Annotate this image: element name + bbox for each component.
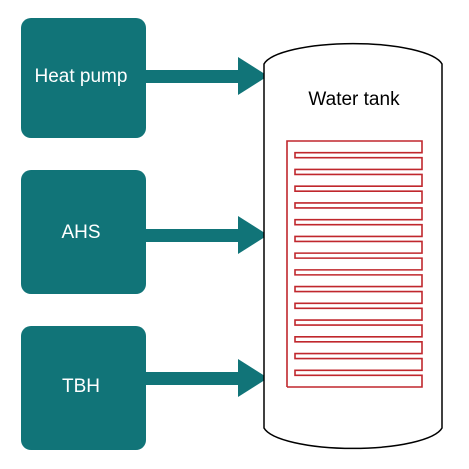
arrow-head bbox=[238, 216, 268, 254]
arrow-shaft bbox=[146, 372, 244, 385]
tbh-label: TBH bbox=[62, 376, 100, 397]
water-tank: Water tank bbox=[263, 42, 443, 450]
source-tbh: TBH bbox=[21, 326, 146, 450]
arrow-shaft bbox=[146, 229, 244, 242]
arrow-head bbox=[238, 57, 268, 95]
source-ahs: AHS bbox=[21, 170, 146, 294]
heating-coil bbox=[286, 140, 423, 388]
ahs-box bbox=[21, 170, 146, 294]
tbh-box bbox=[21, 326, 146, 450]
heat-pump-box bbox=[21, 18, 146, 138]
heat-pump-label: Heat pump bbox=[35, 66, 128, 87]
tank-label: Water tank bbox=[308, 89, 400, 110]
arrow-tbh-to-tank bbox=[146, 359, 268, 397]
arrow-shaft bbox=[146, 70, 244, 83]
arrow-head bbox=[238, 359, 268, 397]
arrow-ahs-to-tank bbox=[146, 216, 268, 254]
tank-outline bbox=[263, 42, 443, 450]
ahs-label: AHS bbox=[61, 222, 100, 243]
arrow-heat-pump-to-tank bbox=[146, 57, 268, 95]
source-heat-pump: Heat pump bbox=[21, 18, 146, 138]
